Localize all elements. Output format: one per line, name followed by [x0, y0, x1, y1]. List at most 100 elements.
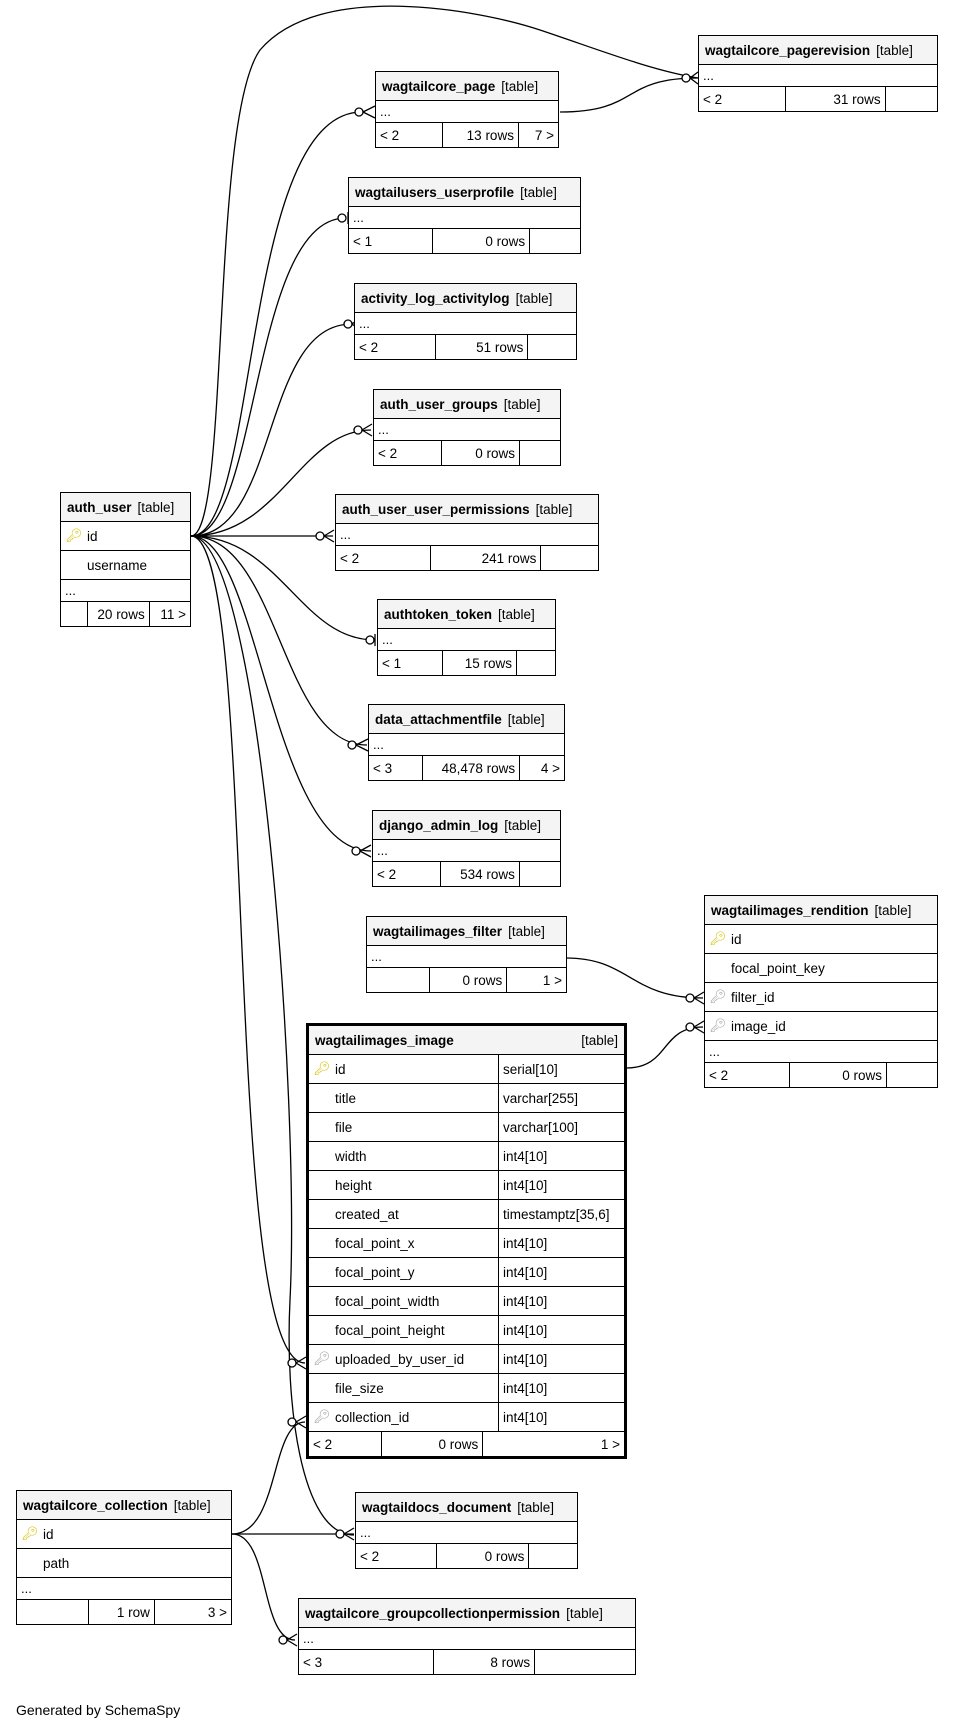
- row-count: 13 rows: [441, 123, 518, 147]
- children-count[interactable]: [527, 335, 576, 359]
- column-type: int4[10]: [498, 1345, 624, 1373]
- column-row[interactable]: 🔑︎id: [61, 522, 190, 551]
- children-count[interactable]: 11 >: [148, 602, 190, 626]
- children-count[interactable]: [516, 651, 555, 675]
- foreign-key-icon: 🔑︎: [709, 1018, 727, 1033]
- parents-count[interactable]: < 2: [360, 1548, 380, 1564]
- row-count: 0 rows: [428, 968, 507, 992]
- table-header: auth_user_user_permissions[table]: [336, 495, 598, 524]
- table-kind: [table]: [503, 396, 541, 412]
- parents-count[interactable]: < 2: [380, 127, 400, 143]
- table-header: auth_user[table]: [61, 493, 190, 522]
- table-wagtailcore_groupcollectionpermission[interactable]: wagtailcore_groupcollectionpermission[ta…: [298, 1598, 636, 1675]
- children-count[interactable]: 4 >: [519, 756, 564, 780]
- crowfoot-marker: [689, 71, 699, 85]
- table-name: activity_log_activitylog: [361, 290, 510, 306]
- parents-count[interactable]: < 2: [378, 445, 398, 461]
- column-row[interactable]: focal_point_key: [705, 954, 937, 983]
- children-count[interactable]: 1 >: [506, 968, 566, 992]
- more-columns: ...: [17, 1578, 231, 1600]
- column-name: id: [335, 1061, 346, 1077]
- parents-count[interactable]: < 2: [709, 1067, 729, 1083]
- parents-count[interactable]: < 2: [377, 866, 397, 882]
- table-name: auth_user_groups: [380, 396, 498, 412]
- parents-count[interactable]: < 2: [313, 1436, 333, 1452]
- primary-key-icon: 🔑︎: [21, 1526, 39, 1541]
- column-row[interactable]: path: [17, 1549, 231, 1578]
- table-footer: < 3 8 rows: [299, 1650, 635, 1674]
- children-count[interactable]: 1 >: [482, 1432, 624, 1456]
- parents-count[interactable]: < 2: [340, 550, 360, 566]
- children-count[interactable]: [534, 1650, 635, 1674]
- parents-count[interactable]: < 2: [703, 91, 723, 107]
- table-wagtailimages_rendition[interactable]: wagtailimages_rendition[table] 🔑︎id foca…: [704, 895, 938, 1088]
- row-count: 8 rows: [433, 1650, 534, 1674]
- table-header: wagtaildocs_document[table]: [356, 1493, 577, 1522]
- table-kind: [table]: [501, 78, 539, 94]
- table-auth_user[interactable]: auth_user[table] 🔑︎id username ... 20 ro…: [60, 492, 191, 627]
- more-columns: ...: [374, 419, 560, 441]
- table-kind: [table]: [535, 501, 573, 517]
- children-count[interactable]: [884, 87, 937, 111]
- children-count[interactable]: [518, 862, 560, 886]
- parents-count[interactable]: < 3: [303, 1654, 323, 1670]
- children-count[interactable]: [528, 1544, 577, 1568]
- more-columns: ...: [61, 580, 190, 602]
- children-count[interactable]: [885, 1063, 937, 1087]
- table-wagtailcore_collection[interactable]: wagtailcore_collection[table] 🔑︎id path …: [16, 1490, 232, 1625]
- parents-count[interactable]: [17, 1600, 88, 1624]
- table-name: wagtailcore_pagerevision: [705, 42, 871, 58]
- children-count[interactable]: 3 >: [153, 1600, 231, 1624]
- parents-count[interactable]: < 2: [359, 339, 379, 355]
- generated-by-footer[interactable]: Generated by SchemaSpy: [16, 1702, 181, 1718]
- column-name: id: [731, 931, 742, 947]
- parents-count[interactable]: [367, 968, 429, 992]
- parents-count[interactable]: < 3: [373, 760, 393, 776]
- parents-count[interactable]: < 1: [353, 233, 373, 249]
- parents-count[interactable]: < 1: [382, 655, 402, 671]
- column-row[interactable]: 🔑︎image_id: [705, 1012, 937, 1041]
- parents-count[interactable]: [61, 602, 87, 626]
- column-type: varchar[255]: [498, 1084, 624, 1112]
- children-count[interactable]: 7 >: [517, 123, 558, 147]
- column-row[interactable]: 🔑︎id: [705, 925, 937, 954]
- children-count[interactable]: [540, 546, 598, 570]
- column-row[interactable]: 🔑︎id: [17, 1520, 231, 1549]
- children-count[interactable]: [529, 229, 580, 253]
- column-type: int4[10]: [498, 1374, 624, 1402]
- table-auth_user_user_permissions[interactable]: auth_user_user_permissions[table] ... < …: [335, 494, 599, 571]
- crowfoot-marker: [359, 844, 372, 858]
- column-type: int4[10]: [498, 1142, 624, 1170]
- crowfoot-marker: [295, 1356, 307, 1370]
- column-row[interactable]: 🔑︎filter_id: [705, 983, 937, 1012]
- children-count[interactable]: [519, 441, 560, 465]
- row-count: 0 rows: [432, 229, 529, 253]
- column-row[interactable]: username: [61, 551, 190, 580]
